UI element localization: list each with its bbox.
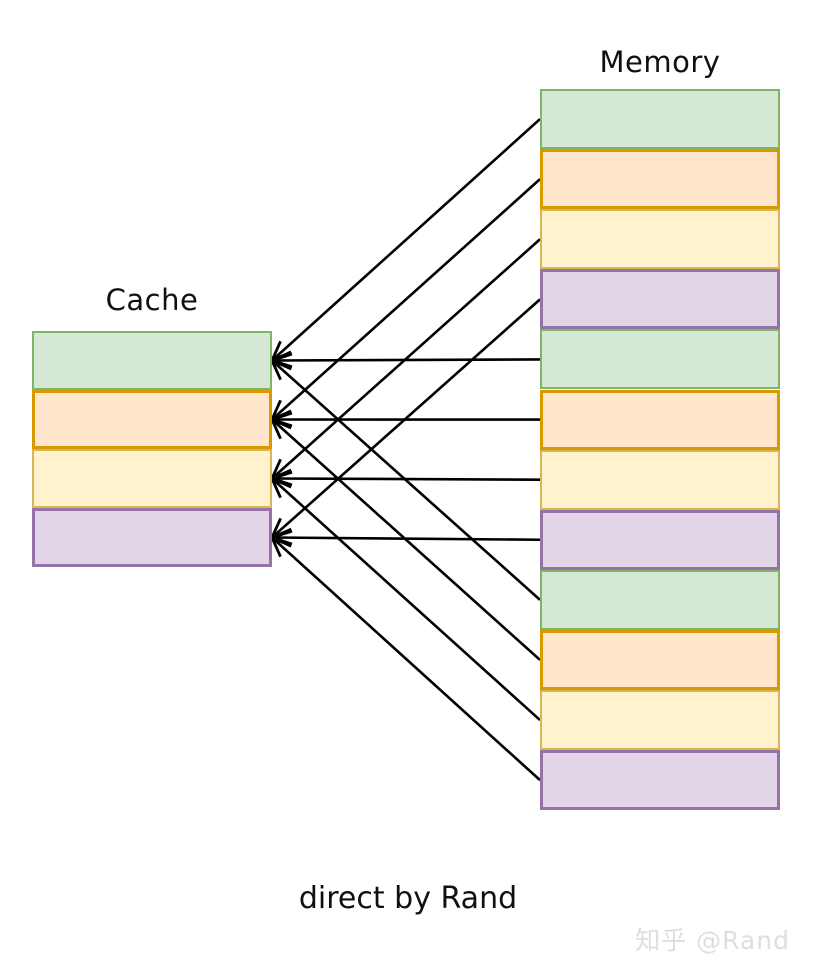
cache-block-1 xyxy=(32,390,272,449)
memory-block-3 xyxy=(540,269,780,330)
memory-block-5 xyxy=(540,389,780,450)
mapping-line-mem2-to-cache2 xyxy=(271,238,541,480)
mapping-line-mem10-to-cache2 xyxy=(271,477,541,722)
arrowhead-barb xyxy=(271,468,292,480)
mapping-line-mem9-to-cache1 xyxy=(271,418,541,661)
memory-block-9 xyxy=(540,629,780,690)
memory-block-11 xyxy=(540,750,780,811)
memory-block-6 xyxy=(540,449,780,510)
arrowhead-barb xyxy=(271,352,293,362)
memory-block-2 xyxy=(540,209,780,270)
arrowhead-barb xyxy=(271,536,292,548)
arrowhead-barb xyxy=(271,411,293,421)
arrowhead-barb xyxy=(270,517,282,539)
arrowhead-barb xyxy=(270,418,282,440)
memory-column-label: Memory xyxy=(599,45,721,79)
cache-column xyxy=(32,331,272,567)
arrowhead-barb xyxy=(271,418,292,430)
mapping-line-mem0-to-cache0 xyxy=(271,118,541,362)
memory-block-7 xyxy=(540,509,780,570)
arrowhead-barb xyxy=(271,350,292,362)
memory-block-1 xyxy=(540,149,780,210)
memory-block-8 xyxy=(540,569,780,630)
memory-column xyxy=(540,89,780,811)
memory-block-0 xyxy=(540,89,780,150)
arrowhead-barb xyxy=(270,399,282,421)
mapping-line-mem4-to-cache0 xyxy=(271,358,541,362)
arrowhead-barb xyxy=(270,458,282,480)
arrowhead-barb xyxy=(271,470,293,480)
cache-block-0 xyxy=(32,331,272,390)
cache-column-label: Cache xyxy=(105,283,199,317)
memory-block-10 xyxy=(540,690,780,751)
mapping-line-mem8-to-cache0 xyxy=(271,359,541,601)
diagram-caption: direct by Rand xyxy=(298,881,518,916)
arrowhead-barb xyxy=(271,527,292,539)
arrowhead-barb xyxy=(271,359,293,369)
arrowhead-barb xyxy=(270,536,282,558)
mapping-line-mem11-to-cache3 xyxy=(271,536,541,782)
mapping-line-mem7-to-cache3 xyxy=(271,536,541,542)
mapping-line-mem3-to-cache3 xyxy=(271,298,541,539)
arrowhead-barb xyxy=(270,477,282,499)
arrowhead-barb xyxy=(271,359,292,371)
watermark: 知乎 @Rand xyxy=(635,926,790,955)
memory-block-4 xyxy=(540,329,780,390)
arrowhead-barb xyxy=(270,359,282,381)
arrowhead-barb xyxy=(271,536,293,546)
mapping-line-mem6-to-cache2 xyxy=(271,477,541,481)
cache-block-2 xyxy=(32,449,272,508)
arrowhead-barb xyxy=(271,477,292,489)
mapping-line-mem1-to-cache1 xyxy=(271,178,541,421)
arrowhead-barb xyxy=(271,529,293,539)
arrowhead-barb xyxy=(271,409,292,421)
arrowhead-barb xyxy=(270,340,282,362)
cache-block-3 xyxy=(32,508,272,567)
arrowhead-barb xyxy=(271,418,293,428)
arrowhead-barb xyxy=(271,477,293,487)
